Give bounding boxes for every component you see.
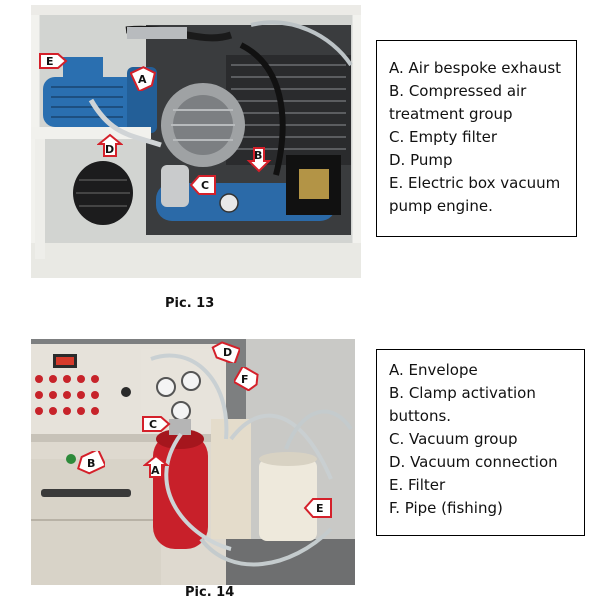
- legend-item: B. Clamp activation buttons.: [389, 384, 536, 425]
- legend-item: D. Pump: [389, 151, 453, 169]
- legend-item: B. Compressed air treatment group: [389, 82, 527, 123]
- arrow-marker-icon: B: [246, 147, 272, 173]
- arrow-marker-icon: D: [211, 341, 240, 363]
- legend-list: A. Air bespoke exhaust B. Compressed air…: [389, 57, 564, 218]
- legend-item: F. Pipe (fishing): [389, 499, 503, 517]
- legend-item: A. Envelope: [389, 361, 478, 379]
- photo-control-panel: D F C B A E: [31, 339, 355, 585]
- arrow-marker-icon: B: [77, 451, 105, 475]
- arrow-marker-icon: D: [97, 133, 123, 157]
- legend-box-pic13: A. Air bespoke exhaust B. Compressed air…: [376, 40, 577, 237]
- marker-c: C: [149, 418, 157, 431]
- marker-d: D: [105, 143, 114, 156]
- legend-item: E. Filter: [389, 476, 446, 494]
- marker-c: C: [201, 179, 209, 192]
- photo-compressor-unit: E A D C B: [31, 5, 361, 278]
- marker-d: D: [223, 346, 232, 359]
- marker-a: A: [138, 73, 147, 86]
- legend-item: A. Air bespoke exhaust: [389, 59, 562, 77]
- arrow-marker-icon: C: [189, 175, 216, 195]
- arrow-marker-icon: C: [142, 416, 171, 432]
- marker-b: B: [87, 457, 95, 470]
- arrow-marker-icon: E: [303, 498, 332, 518]
- legend-item: C. Vacuum group: [389, 430, 518, 448]
- picture-14-caption: Pic. 14: [185, 585, 235, 600]
- arrow-marker-icon: A: [130, 66, 157, 91]
- photo-13-illustration: [31, 5, 361, 278]
- legend-item: E. Electric box vacuum pump engine.: [389, 174, 561, 215]
- legend-item: D. Vacuum connection: [389, 453, 558, 471]
- arrow-marker-icon: A: [143, 454, 169, 478]
- legend-box-pic14: A. Envelope B. Clamp activation buttons.…: [376, 349, 585, 536]
- picture-13-caption: Pic. 13: [165, 296, 215, 311]
- arrow-marker-icon: E: [39, 53, 68, 69]
- legend-list: A. Envelope B. Clamp activation buttons.…: [389, 359, 572, 520]
- marker-a: A: [151, 464, 160, 477]
- marker-e: E: [316, 502, 324, 515]
- legend-item: C. Empty filter: [389, 128, 498, 146]
- arrow-marker-icon: F: [234, 367, 259, 391]
- marker-e: E: [46, 55, 54, 68]
- marker-f: F: [241, 373, 249, 386]
- photo-14-illustration: [31, 339, 355, 585]
- marker-b: B: [254, 149, 262, 162]
